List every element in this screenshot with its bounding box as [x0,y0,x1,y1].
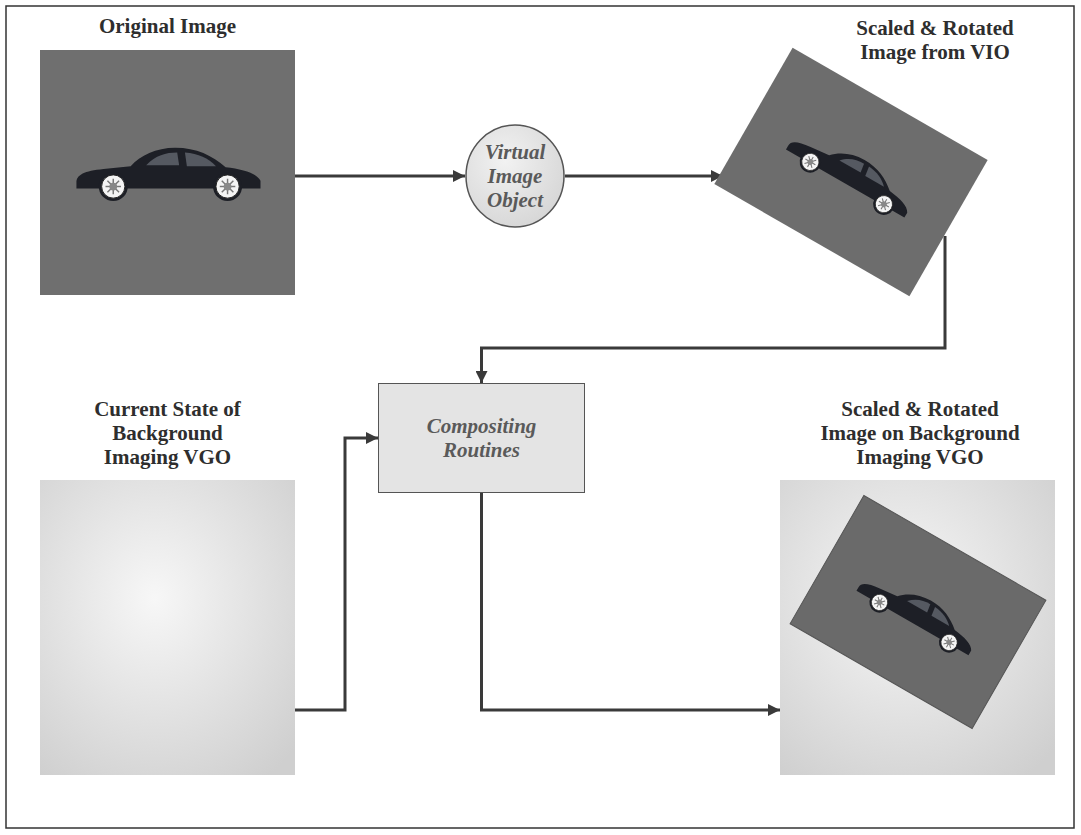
image-panel-node: Current State of Background Imaging VGO [40,395,295,775]
image-panel [40,480,295,775]
process-circle: Virtual Image Object [465,124,565,228]
background-ground [40,480,295,775]
car-picture [76,148,260,201]
car-picture [781,123,919,225]
circle-shape [466,125,564,227]
rotated-image [714,48,987,296]
image-heading: Scaled & Rotated Image on Background Ima… [815,397,1025,469]
rotated-ground [714,48,987,296]
flow-arrow [565,175,723,178]
rotated-image-panel [700,30,1000,320]
image-panel-node: Original Image [40,14,295,295]
image-panel-node: Scaled & Rotated Image on Background Ima… [780,395,1055,775]
car-picture [852,566,983,663]
rotated-ground [790,496,1046,729]
node-label: Compositing Routines [390,414,573,462]
image-panel [780,480,1055,775]
flow-arrow [482,493,781,710]
image-heading: Current State of Background Imaging VGO [85,397,250,469]
flow-arrow [295,175,465,178]
image-heading: Original Image [40,14,295,38]
image-panel [40,50,295,295]
frame-border [6,6,1074,828]
background-ground [780,480,1055,775]
process-box: Compositing Routines [378,383,585,493]
image-heading: Scaled & Rotated Image from VIO [835,16,1035,64]
image-ground [40,50,295,295]
rotated-image [790,496,1046,729]
flow-arrow [295,438,378,710]
image-panel-node: Scaled & Rotated Image from VIO [700,12,1070,312]
node-label: Virtual Image Object [473,140,557,212]
